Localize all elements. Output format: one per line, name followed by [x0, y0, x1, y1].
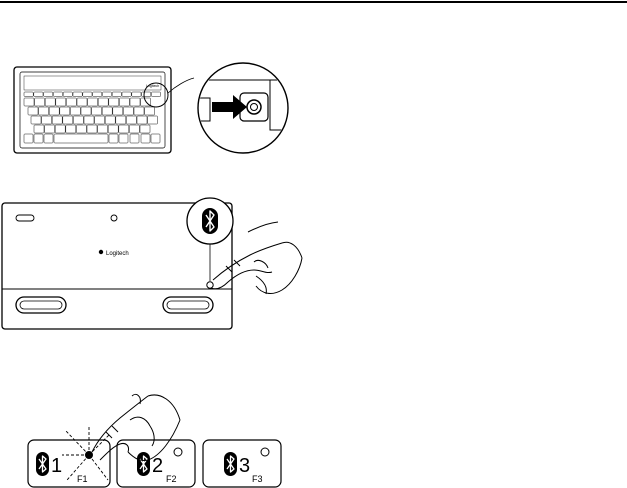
keyboard-key	[73, 92, 82, 97]
keyboard-key	[49, 107, 59, 115]
keyboard-key	[151, 92, 160, 97]
keyboard-key	[109, 134, 118, 143]
keyboard-key	[141, 134, 150, 143]
keyboard-key	[134, 107, 144, 115]
indicator-light	[174, 448, 182, 456]
keyboard-key	[45, 125, 55, 133]
connect-button[interactable]	[207, 282, 213, 288]
keyboard-key	[102, 92, 111, 97]
keyboard-key	[42, 116, 52, 124]
keyboard-key	[109, 98, 119, 106]
keyboard-key	[66, 125, 76, 133]
channel-key-1[interactable]: 1 F1	[28, 440, 110, 487]
keyboard-key	[119, 134, 128, 143]
keyboard-key	[24, 92, 33, 97]
keyboard-key	[140, 125, 150, 133]
keyboard-key	[137, 116, 147, 124]
keyboard-key	[45, 98, 55, 106]
power-switch-zoom	[195, 63, 290, 153]
channel-key-fn: F3	[252, 474, 263, 484]
keyboard-key	[116, 116, 126, 124]
logitech-logo: Logitech	[99, 250, 129, 257]
keyboard-key	[105, 116, 115, 124]
keyboard-key	[66, 98, 76, 106]
indicator-light	[261, 448, 269, 456]
keyboard-key	[44, 92, 53, 97]
keyboard-key	[145, 107, 155, 115]
keyboard-key	[60, 107, 70, 115]
back-panel-logo-text: Logitech	[106, 251, 129, 257]
keyboard-key	[54, 134, 108, 143]
keyboard-key	[113, 107, 123, 115]
keyboard-key	[55, 125, 65, 133]
keyboard-key	[52, 116, 62, 124]
channel-key-number: 1	[51, 455, 62, 477]
keyboard-key	[123, 107, 133, 115]
keyboard-key	[108, 125, 118, 133]
keyboard-key	[34, 92, 43, 97]
keyboard-key	[122, 92, 131, 97]
channel-key-fn: F1	[77, 474, 88, 484]
keyboard-key	[34, 134, 43, 143]
pressing-hand	[92, 394, 180, 460]
channel-key-fn: F2	[166, 474, 177, 484]
keyboard-key	[112, 92, 121, 97]
keyboard-key	[81, 107, 91, 115]
keyboard-key	[151, 134, 160, 143]
keyboard-key	[129, 125, 139, 133]
keyboard-key	[98, 125, 108, 133]
keyboard-key	[63, 116, 73, 124]
channel-key-number: 3	[239, 455, 250, 477]
keyboard-key	[88, 98, 98, 106]
keyboard-keys	[24, 92, 161, 143]
keyboard-key	[28, 107, 38, 115]
keyboard-key	[132, 92, 141, 97]
keyboard-key	[73, 116, 83, 124]
bluetooth-zoom	[187, 198, 233, 244]
keyboard-key	[39, 107, 49, 115]
keyboard-key	[24, 98, 34, 106]
channel-key-3[interactable]: 3 F3	[203, 440, 281, 487]
keyboard-key	[119, 125, 129, 133]
keyboard-key	[83, 92, 92, 97]
keyboard-key	[95, 116, 105, 124]
keyboard-key	[119, 98, 129, 106]
keyboard-key	[76, 125, 86, 133]
keyboard-key	[56, 98, 66, 106]
keyboard-illustration: Logitech	[14, 67, 194, 153]
keyboard-key	[53, 92, 62, 97]
keyboard-tablet-slot	[24, 76, 161, 90]
keyboard-key	[24, 134, 33, 143]
channel-key-number: 2	[152, 455, 163, 477]
keyboard-key	[77, 98, 87, 106]
keyboard-key	[130, 134, 139, 143]
keyboard-key	[84, 116, 94, 124]
keyboard-key	[63, 92, 72, 97]
keyboard-key	[93, 92, 102, 97]
keyboard-key	[130, 98, 140, 106]
keyboard-key	[102, 107, 112, 115]
keyboard-key	[87, 125, 97, 133]
keyboard-key	[98, 98, 108, 106]
keyboard-key	[148, 116, 158, 124]
keyboard-key	[44, 134, 53, 143]
keyboard-key	[142, 92, 151, 97]
keyboard-key	[31, 116, 41, 124]
keyboard-key	[126, 116, 136, 124]
keyboard-key	[92, 107, 102, 115]
keyboard-key	[35, 98, 45, 106]
keyboard-key	[70, 107, 80, 115]
keyboard-key	[34, 125, 44, 133]
